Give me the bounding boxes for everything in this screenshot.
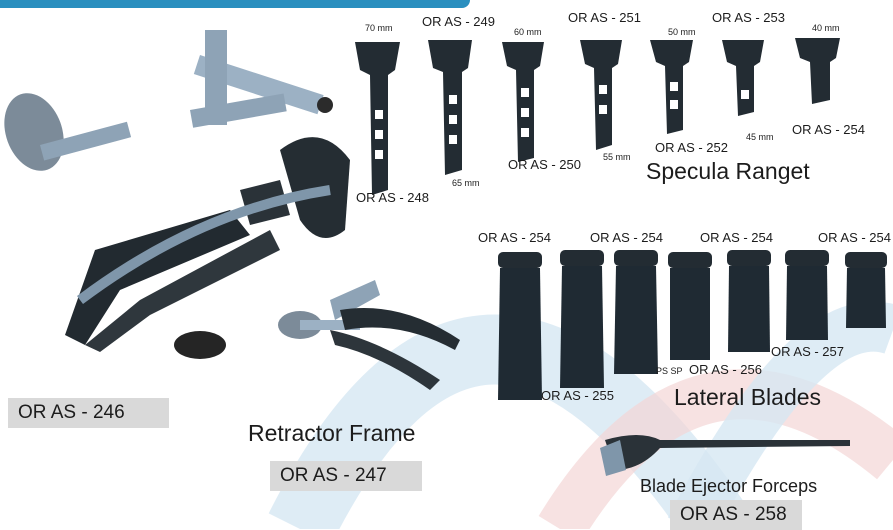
lateral-top-code-4: OR AS - 254 bbox=[818, 230, 891, 245]
lateral-ps-sp-label: PS SP bbox=[656, 366, 683, 376]
lateral-top-code-2: OR AS - 254 bbox=[590, 230, 663, 245]
lateral-top-code-3: OR AS - 254 bbox=[700, 230, 773, 245]
specula-code-252: OR AS - 252 bbox=[655, 140, 728, 155]
retractor-frame-large-image bbox=[4, 30, 350, 359]
specula-blades-image bbox=[355, 38, 840, 195]
blade-ejector-forceps-image bbox=[600, 435, 850, 476]
lateral-blades-image bbox=[498, 250, 887, 400]
frame-small-code-tag: OR AS - 247 bbox=[270, 461, 422, 491]
specula-code-251: OR AS - 251 bbox=[568, 10, 641, 25]
specula-size-45: 45 mm bbox=[746, 132, 774, 142]
specula-code-249: OR AS - 249 bbox=[422, 14, 495, 29]
header-accent-bar bbox=[0, 0, 470, 8]
lateral-code-257: OR AS - 257 bbox=[771, 344, 844, 359]
specula-size-70: 70 mm bbox=[365, 23, 393, 33]
forceps-title: Blade Ejector Forceps bbox=[640, 476, 818, 496]
specula-title: Specula Ranget bbox=[646, 158, 810, 184]
specula-size-65: 65 mm bbox=[452, 178, 480, 188]
lateral-title: Lateral Blades bbox=[674, 384, 822, 410]
specula-size-50: 50 mm bbox=[668, 27, 696, 37]
lateral-code-255: OR AS - 255 bbox=[541, 388, 614, 403]
specula-code-250: OR AS - 250 bbox=[508, 157, 581, 172]
specula-code-248: OR AS - 248 bbox=[356, 190, 429, 205]
lateral-code-256: OR AS - 256 bbox=[689, 362, 762, 377]
specula-code-254: OR AS - 254 bbox=[792, 122, 865, 137]
specula-size-60: 60 mm bbox=[514, 27, 542, 37]
lateral-top-code-1: OR AS - 254 bbox=[478, 230, 551, 245]
specula-size-55: 55 mm bbox=[603, 152, 631, 162]
retractor-frame-small-image bbox=[278, 280, 460, 390]
frame-large-code-tag: OR AS - 246 bbox=[8, 398, 169, 428]
specula-size-40: 40 mm bbox=[812, 23, 840, 33]
retractor-frame-title: Retractor Frame bbox=[248, 420, 416, 446]
specula-code-253: OR AS - 253 bbox=[712, 10, 785, 25]
forceps-code-tag: OR AS - 258 bbox=[670, 500, 802, 530]
